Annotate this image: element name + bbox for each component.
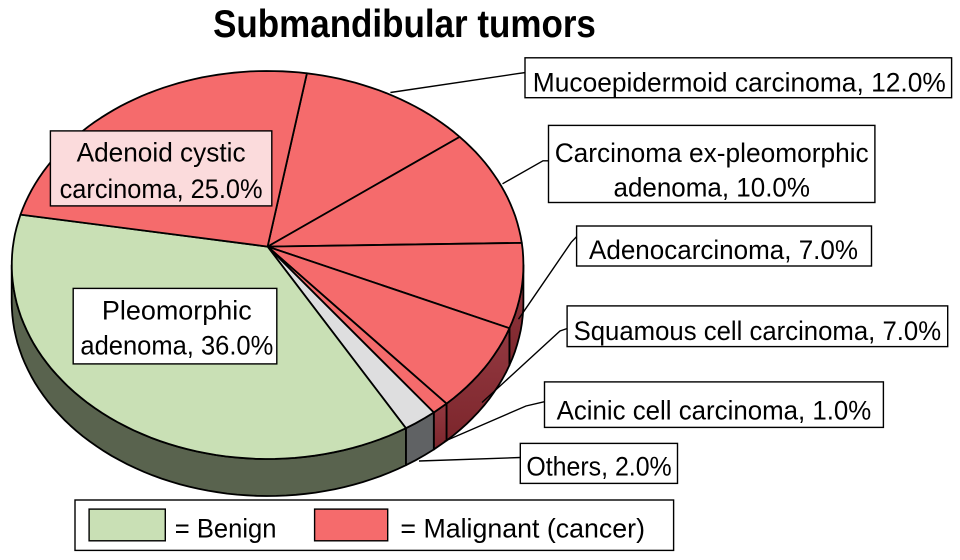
svg-text:Adenoid cystic: Adenoid cystic [77,138,246,168]
svg-text:Submandibular tumors: Submandibular tumors [213,3,596,46]
svg-text:Carcinoma ex-pleomorphic: Carcinoma ex-pleomorphic [555,138,869,168]
svg-text:Acinic cell carcinoma, 1.0%: Acinic cell carcinoma, 1.0% [557,396,872,426]
svg-text:Mucoepidermoid carcinoma, 12.0: Mucoepidermoid carcinoma, 12.0% [533,68,946,98]
svg-text:Pleomorphic: Pleomorphic [102,296,252,326]
svg-text:Others, 2.0%: Others, 2.0% [526,452,671,482]
svg-text:= Malignant (cancer): = Malignant (cancer) [400,514,645,544]
svg-text:Adenocarcinoma, 7.0%: Adenocarcinoma, 7.0% [589,235,858,265]
svg-text:= Benign: = Benign [175,514,277,544]
svg-text:adenoma, 10.0%: adenoma, 10.0% [614,173,811,203]
svg-text:adenoma, 36.0%: adenoma, 36.0% [80,330,273,360]
svg-text:carcinoma, 25.0%: carcinoma, 25.0% [60,174,263,204]
svg-text:Squamous cell carcinoma, 7.0%: Squamous cell carcinoma, 7.0% [574,316,942,346]
